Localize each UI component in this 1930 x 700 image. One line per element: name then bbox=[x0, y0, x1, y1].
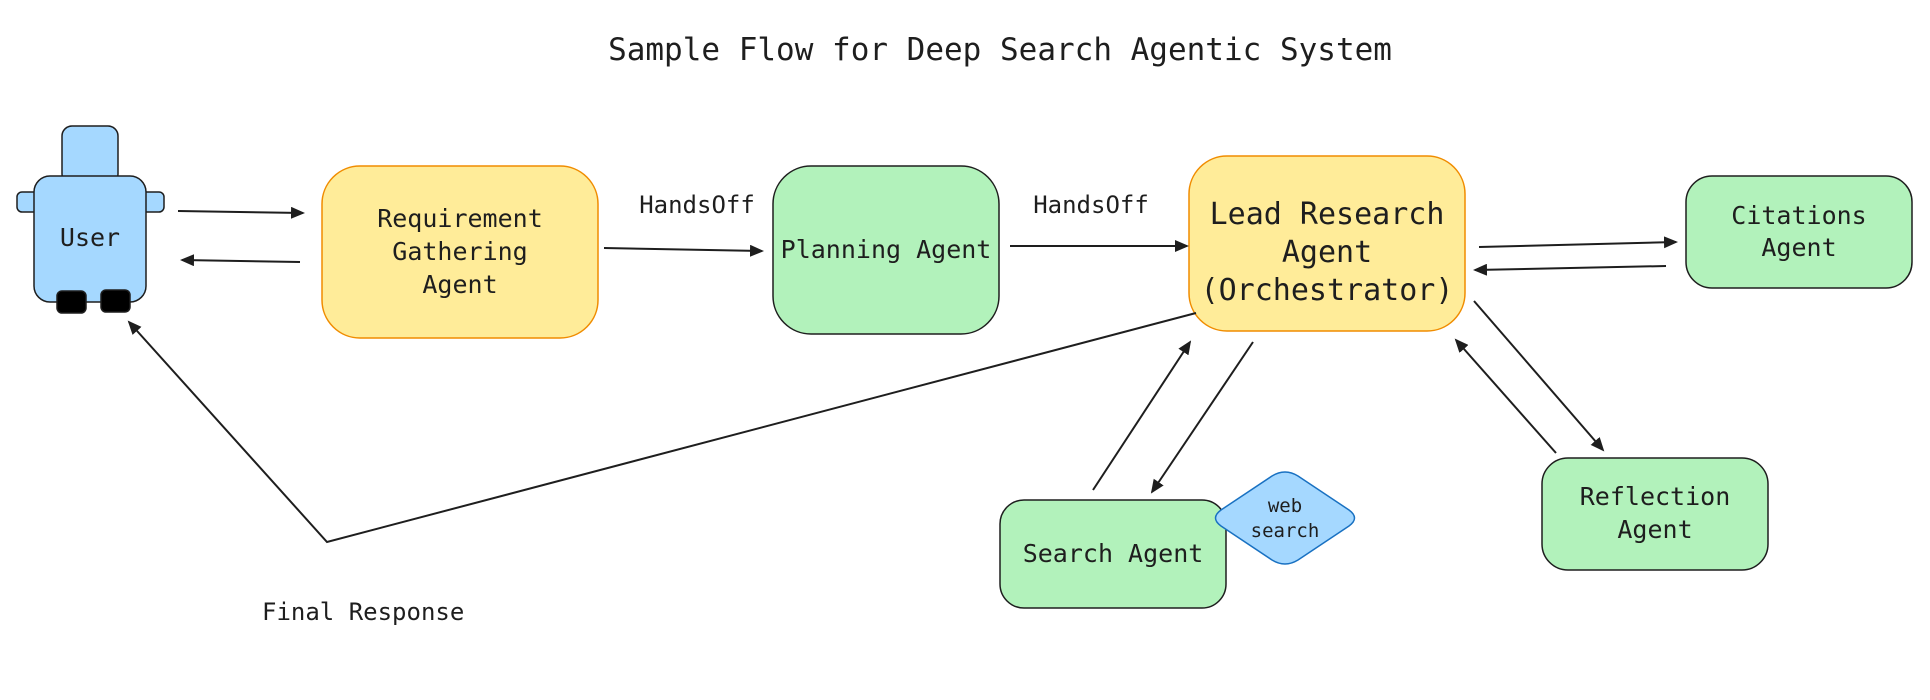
edge-reflection-to-lead bbox=[1454, 338, 1557, 454]
lead-line-1: Lead Research bbox=[1210, 197, 1445, 232]
search-agent-label: Search Agent bbox=[1023, 539, 1204, 568]
edge-requirement-to-user bbox=[180, 254, 301, 267]
web-search-diamond bbox=[1214, 471, 1356, 565]
robot-body bbox=[33, 175, 147, 303]
requirement-line-2: Gathering bbox=[392, 237, 527, 266]
edge-user-to-requirement bbox=[177, 206, 305, 219]
lead-research-agent-node[interactable]: Lead Research Agent (Orchestrator) bbox=[1188, 155, 1466, 332]
requirement-line-3: Agent bbox=[422, 270, 497, 299]
reflection-agent-node[interactable]: Reflection Agent bbox=[1541, 457, 1769, 571]
requirement-gathering-agent-box bbox=[321, 165, 599, 339]
planning-agent-label: Planning Agent bbox=[781, 235, 992, 264]
citations-line-1: Citations bbox=[1731, 201, 1866, 230]
handsoff-label-1: HandsOff bbox=[639, 191, 755, 219]
robot-left-foot bbox=[56, 290, 87, 314]
reflection-line-1: Reflection bbox=[1580, 482, 1731, 511]
lead-line-3: (Orchestrator) bbox=[1201, 273, 1454, 308]
edge-lead-to-user-final-response bbox=[127, 312, 1197, 544]
diagram-title: Sample Flow for Deep Search Agentic Syst… bbox=[608, 32, 1392, 68]
edge-search-to-lead bbox=[1092, 340, 1192, 491]
planning-agent-node[interactable]: Planning Agent bbox=[772, 165, 1000, 335]
final-response-label: Final Response bbox=[262, 598, 464, 626]
search-agent-box bbox=[999, 499, 1227, 609]
edge-requirement-to-planning bbox=[603, 244, 764, 257]
edge-lead-to-citations bbox=[1478, 236, 1678, 249]
edge-citations-to-lead bbox=[1473, 263, 1667, 276]
web-search-node[interactable]: web search bbox=[1214, 471, 1356, 565]
user-label: User bbox=[60, 223, 120, 252]
reflection-line-2: Agent bbox=[1617, 515, 1692, 544]
citations-line-2: Agent bbox=[1761, 233, 1836, 262]
web-search-line-1: web bbox=[1268, 495, 1302, 517]
handsoff-label-2: HandsOff bbox=[1033, 191, 1149, 219]
lead-research-agent-box bbox=[1188, 155, 1466, 332]
search-agent-node[interactable]: Search Agent bbox=[999, 499, 1227, 609]
robot-user-icon bbox=[16, 125, 165, 314]
requirement-line-1: Requirement bbox=[377, 204, 543, 233]
planning-agent-box bbox=[772, 165, 1000, 335]
lead-line-2: Agent bbox=[1282, 235, 1372, 270]
reflection-agent-box bbox=[1541, 457, 1769, 571]
edge-lead-to-reflection bbox=[1473, 300, 1605, 452]
citations-agent-node[interactable]: Citations Agent bbox=[1685, 175, 1913, 289]
user-node[interactable]: User bbox=[16, 125, 165, 314]
citations-agent-box bbox=[1685, 175, 1913, 289]
requirement-gathering-agent-node[interactable]: Requirement Gathering Agent bbox=[321, 165, 599, 339]
edge-lead-to-search bbox=[1150, 341, 1254, 494]
web-search-line-2: search bbox=[1251, 520, 1320, 542]
robot-right-foot bbox=[100, 289, 131, 313]
